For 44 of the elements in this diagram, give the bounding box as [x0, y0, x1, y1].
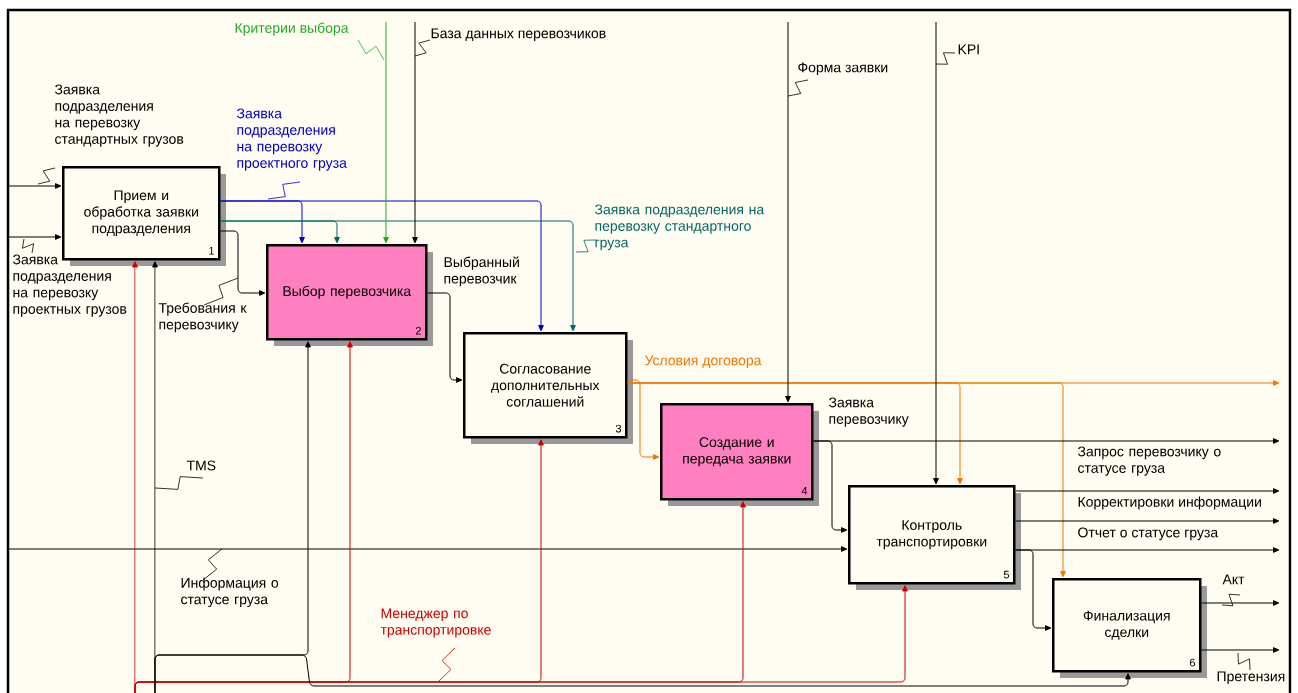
box-number: 3 — [615, 424, 621, 433]
edge-label: Условия договора — [644, 355, 762, 369]
arrow — [220, 230, 266, 296]
edge-label: Заявка подразделения на перевозку проектного груза — [236, 108, 347, 200]
arrow — [1015, 488, 1280, 494]
edge-label: База данных перевозчиков — [414, 28, 606, 57]
arrow — [7, 183, 62, 189]
arrow — [1015, 518, 1280, 524]
edge-label: Запрос перевозчику о статусе груза — [1077, 446, 1221, 476]
edge-label: Заявка подразделения на перевозку стандартных грузов — [37, 84, 184, 185]
edge-label: Критерии выбора — [235, 22, 385, 61]
arrow — [1015, 549, 1052, 631]
edge-label: Информация о статусе груза — [181, 548, 279, 608]
arrow — [7, 546, 848, 552]
edge-label: Корректировки информации — [1078, 496, 1261, 510]
arrow — [813, 440, 848, 533]
arrow — [427, 292, 463, 383]
edge-label: Форма заявки — [787, 62, 888, 97]
edge-label: Заявка перевозчику — [828, 397, 909, 427]
edge-label: KPI — [935, 44, 979, 65]
box-number: 2 — [415, 326, 421, 335]
edge-label: Заявка подразделения на перевозку стандартного груза — [575, 204, 765, 253]
arrow — [383, 21, 389, 244]
arrow — [933, 21, 939, 485]
edge-label: Отчет о статусе груза — [1078, 527, 1219, 541]
box-number: 1 — [209, 246, 214, 255]
edge-label: Претензия — [1217, 652, 1285, 685]
arrow — [627, 379, 660, 460]
edge-label: Заявка подразделения на перевозку проектных грузов — [12, 238, 127, 317]
edge-label: Выбранный перевозчик — [444, 256, 519, 287]
box-number: 6 — [1189, 658, 1195, 667]
edge-label: TMS — [154, 460, 216, 490]
edge-label: Требования к перевозчику — [158, 277, 247, 333]
arrow — [7, 234, 62, 240]
edge-label: Менеджер по транспортировке — [380, 608, 491, 683]
arrow — [220, 220, 576, 332]
arrow — [134, 585, 908, 693]
arrow — [785, 21, 791, 403]
arrow — [412, 21, 418, 244]
arrow — [154, 654, 1131, 693]
arrow — [1201, 647, 1280, 653]
arrow — [220, 200, 544, 332]
arrow — [1201, 600, 1280, 606]
edge-label: Акт — [1221, 574, 1245, 607]
